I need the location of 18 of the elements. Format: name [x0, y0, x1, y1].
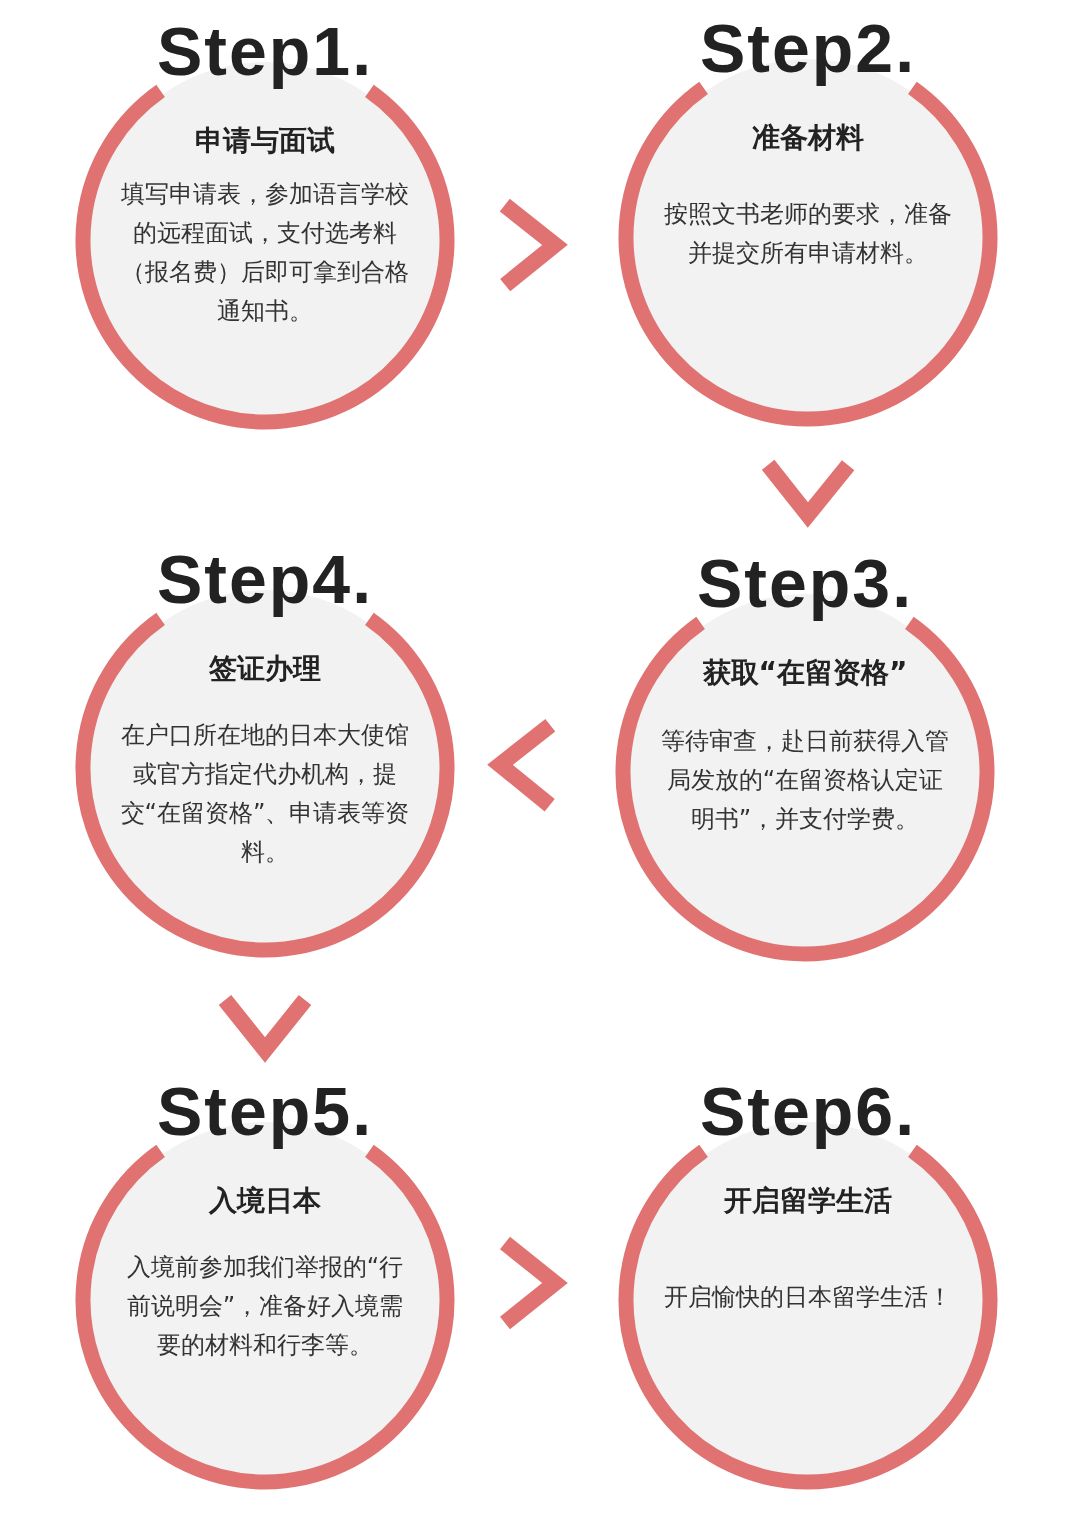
step-title: Step1. [155, 15, 375, 87]
step-heading: 获取“在留资格” [701, 655, 909, 691]
step-heading: 签证办理 [208, 651, 322, 687]
step-heading: 准备材料 [751, 120, 865, 156]
step-title: Step5. [155, 1075, 375, 1147]
step-title: Step4. [155, 543, 375, 615]
step-description: 入境前参加我们举报的“行前说明会”，准备好入境需要的材料和行李等。 [125, 1252, 405, 1361]
step-title: Step3. [695, 547, 915, 619]
step-heading: 申请与面试 [194, 123, 336, 159]
step-description: 填写申请表，参加语言学校的远程面试，支付选考料（报名费）后即可拿到合格通知书。 [120, 179, 410, 327]
step-title: Step2. [698, 12, 918, 84]
step-heading: 开启留学生活 [723, 1183, 893, 1219]
step-title: Step6. [698, 1075, 918, 1147]
step-description: 在户口所在地的日本大使馆或官方指定代办机构，提交“在留资格”、申请表等资料。 [119, 720, 411, 868]
step-description: 等待审查，赴日前获得入管局发放的“在留资格认定证明书”，并支付学费。 [660, 726, 950, 835]
step-description: 开启愉快的日本留学生活！ [663, 1282, 953, 1313]
step-heading: 入境日本 [207, 1183, 322, 1219]
step-description: 按照文书老师的要求，准备并提交所有申请材料。 [663, 199, 953, 269]
